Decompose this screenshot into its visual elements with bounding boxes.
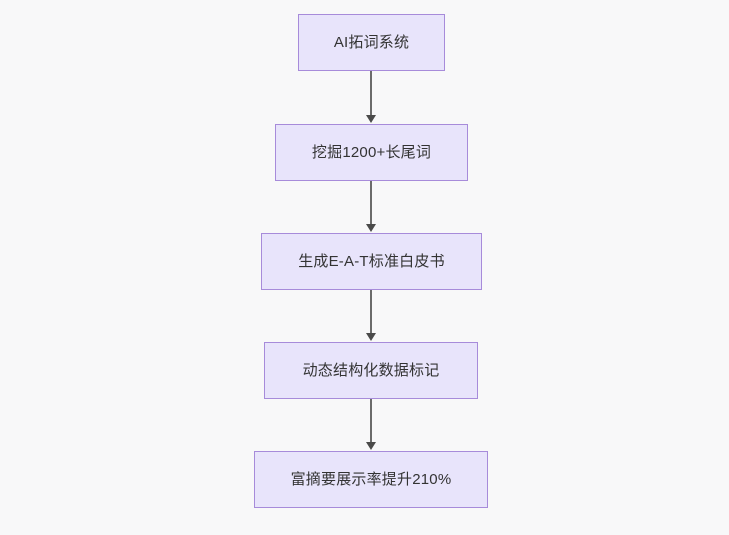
flowchart-node-label: 挖掘1200+长尾词 [311,144,432,161]
flowchart-node-label: 生成E-A-T标准白皮书 [298,253,445,270]
edge-node2-to-node3 [366,181,376,232]
flowchart-node-label: AI拓词系统 [333,34,410,51]
flowchart-node-5[interactable]: 富摘要展示率提升210% [254,451,488,508]
arrowhead-icon [366,224,376,232]
flowchart-node-label: 动态结构化数据标记 [302,362,440,379]
arrowhead-icon [366,442,376,450]
flowchart-node-4[interactable]: 动态结构化数据标记 [264,342,478,399]
flowchart-node-3[interactable]: 生成E-A-T标准白皮书 [261,233,482,290]
arrowhead-icon [366,333,376,341]
flowchart-node-1[interactable]: AI拓词系统 [298,14,445,71]
arrowhead-icon [366,115,376,123]
edge-node1-to-node2 [366,71,376,123]
edge-node3-to-node4 [366,290,376,341]
flowchart-node-label: 富摘要展示率提升210% [290,471,452,488]
flowchart-node-2[interactable]: 挖掘1200+长尾词 [275,124,468,181]
edge-node4-to-node5 [366,399,376,450]
